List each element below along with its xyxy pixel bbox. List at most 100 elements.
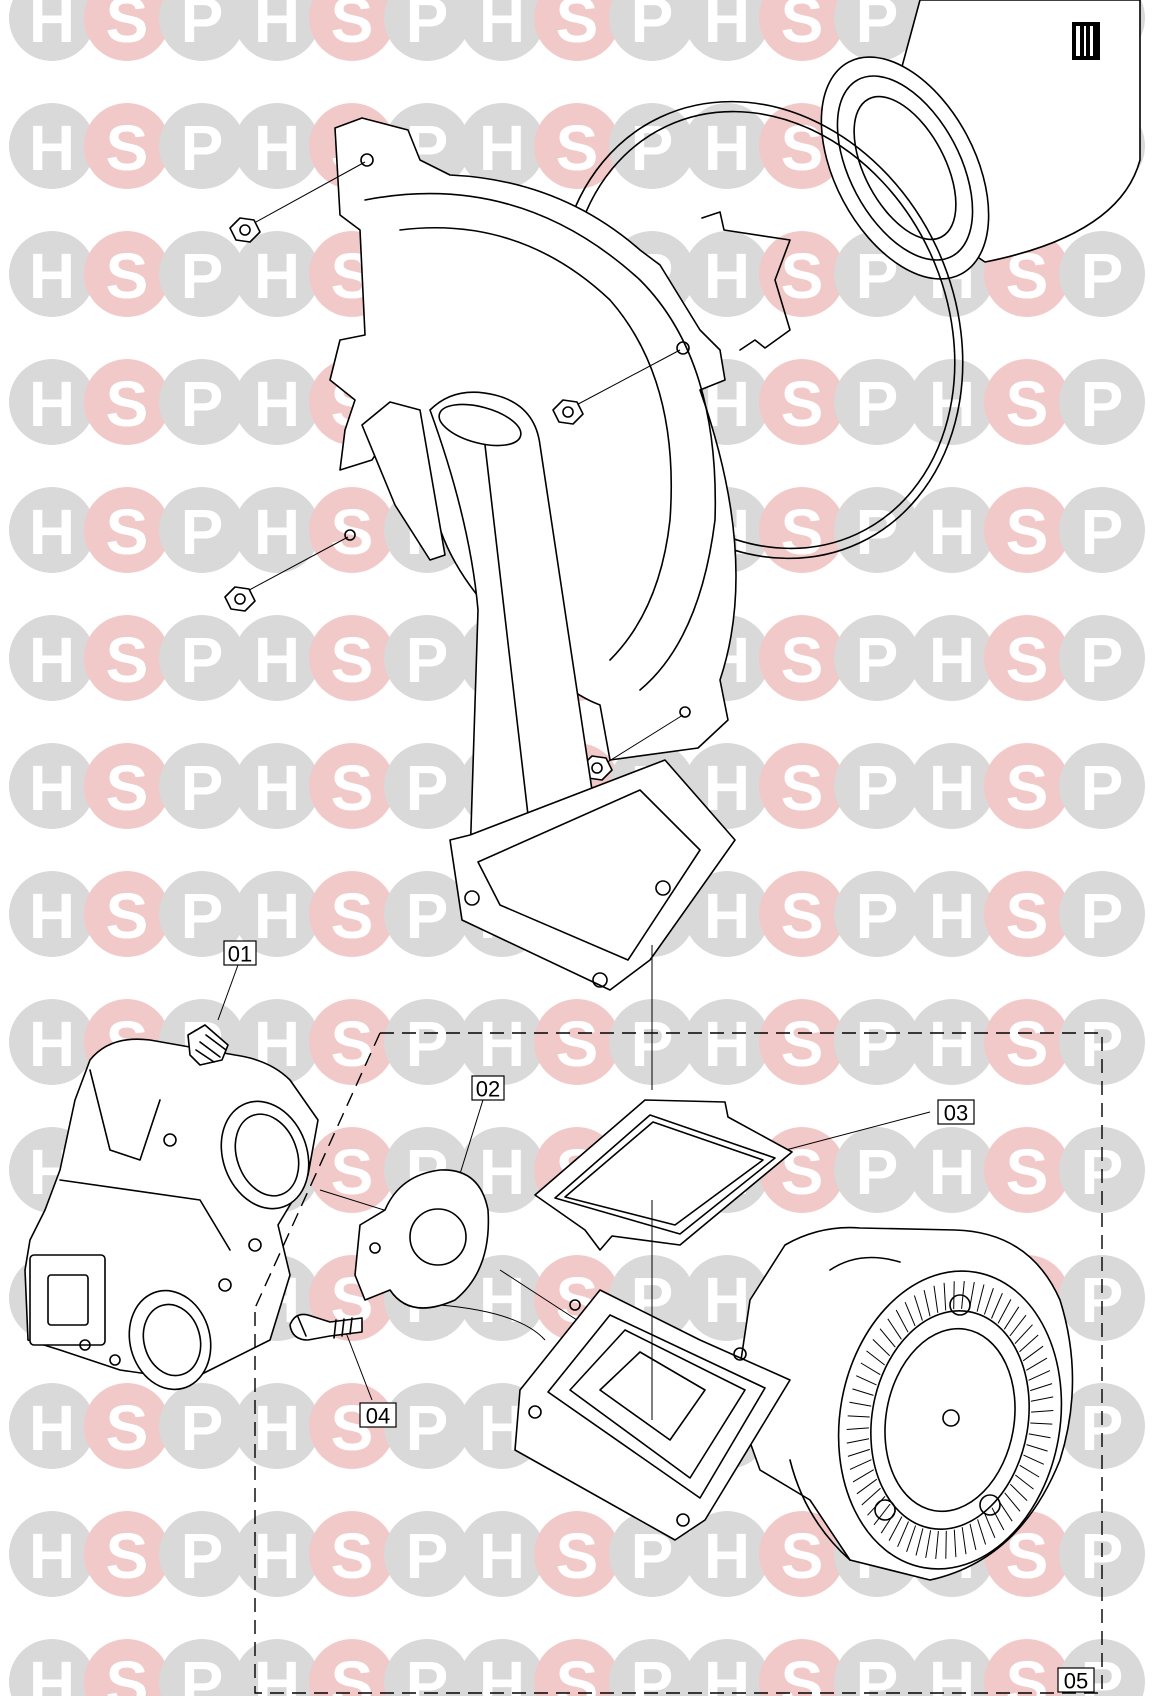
watermark-circle xyxy=(384,1383,470,1469)
fan-grille-slot xyxy=(895,1309,909,1333)
watermark-letter: H xyxy=(929,624,975,696)
watermark-letter: S xyxy=(781,240,824,312)
flue-hood-assembly xyxy=(224,0,1141,991)
watermark-circle xyxy=(459,0,545,61)
svg-text:02: 02 xyxy=(476,1077,500,1102)
watermark-circle xyxy=(159,743,245,829)
fan-grille-slot xyxy=(1030,1383,1053,1392)
watermark-letter: H xyxy=(254,1520,300,1592)
fan-grille-slot xyxy=(855,1375,877,1386)
fan-grille-slot xyxy=(1003,1306,1020,1330)
watermark-letter: H xyxy=(29,240,75,312)
watermark-letter: S xyxy=(781,368,824,440)
watermark-circle xyxy=(759,231,845,317)
fan-grille-slot xyxy=(906,1525,917,1552)
watermark-letter: P xyxy=(181,1392,224,1464)
watermark-circle xyxy=(309,743,395,829)
fan-grille-slot xyxy=(1028,1370,1051,1381)
fan-grille-slot xyxy=(991,1293,1003,1319)
fan-kit-boundary xyxy=(254,1032,1103,1694)
watermark-circle xyxy=(84,1383,170,1469)
fan-grille-slot xyxy=(852,1388,874,1396)
watermark-letter: H xyxy=(929,496,975,568)
watermark-letter: S xyxy=(106,624,149,696)
fan-grille-slot xyxy=(860,1362,881,1376)
watermark-circle xyxy=(909,487,995,573)
svg-text:05: 05 xyxy=(1064,1669,1088,1694)
watermark-circle xyxy=(159,103,245,189)
fan-grille-slot xyxy=(888,1516,903,1541)
watermark-circle xyxy=(1059,359,1145,445)
watermark-circle xyxy=(684,103,770,189)
watermark-circle xyxy=(909,1127,995,1213)
watermark-letter: H xyxy=(29,1648,75,1696)
fan-grille-slot xyxy=(1009,1483,1028,1501)
watermark-circle xyxy=(609,1639,695,1696)
watermark-circle xyxy=(159,871,245,957)
watermark-letter: H xyxy=(704,1008,750,1080)
watermark-circle xyxy=(984,1639,1070,1696)
watermark-letter: S xyxy=(106,240,149,312)
watermark-letter: S xyxy=(331,1136,374,1208)
watermark-letter: S xyxy=(331,880,374,952)
watermark-letter: H xyxy=(254,496,300,568)
watermark-letter: P xyxy=(406,1648,449,1696)
watermark-letter: S xyxy=(106,1392,149,1464)
watermark-circle xyxy=(84,1639,170,1696)
watermark-letter: H xyxy=(29,496,75,568)
watermark-letter: P xyxy=(1081,368,1124,440)
watermark-circle xyxy=(309,0,395,61)
watermark-letter: S xyxy=(781,1648,824,1696)
watermark-circle xyxy=(759,0,845,61)
watermark-letter: H xyxy=(254,624,300,696)
watermark-circle xyxy=(9,871,95,957)
fan-grille-slot xyxy=(846,1427,869,1430)
watermark-letter: S xyxy=(556,1520,599,1592)
watermark-letter: P xyxy=(856,1136,899,1208)
fan-grille-slot xyxy=(861,1487,881,1506)
watermark-circle xyxy=(834,487,920,573)
watermark-circle xyxy=(834,0,920,61)
watermark-letter: P xyxy=(181,1648,224,1696)
watermark-letter: S xyxy=(556,112,599,184)
watermark-letter: P xyxy=(406,624,449,696)
watermark-letter: P xyxy=(1081,1392,1124,1464)
watermark-circle xyxy=(309,999,395,1085)
watermark-letter: H xyxy=(29,1520,75,1592)
watermark-circle xyxy=(834,1127,920,1213)
watermark-letter: S xyxy=(331,496,374,568)
watermark-letter: H xyxy=(254,1648,300,1696)
watermark-letter: P xyxy=(406,1008,449,1080)
watermark-letter: S xyxy=(331,752,374,824)
fan-grille-slot xyxy=(867,1496,886,1516)
watermark-letter: P xyxy=(856,1648,899,1696)
watermark-circle xyxy=(984,1127,1070,1213)
watermark-circle xyxy=(684,231,770,317)
watermark-circle xyxy=(84,103,170,189)
watermark-circle xyxy=(84,487,170,573)
watermark-letter: S xyxy=(781,1136,824,1208)
fan-grille-slot xyxy=(1019,1334,1039,1353)
watermark-letter: H xyxy=(479,1520,525,1592)
watermark-circle xyxy=(609,0,695,61)
watermark-letter: S xyxy=(1006,624,1049,696)
fan-grille-slot xyxy=(984,1513,996,1538)
part-04-screw xyxy=(289,1304,546,1401)
watermark-letter: H xyxy=(704,112,750,184)
watermark-letter: P xyxy=(856,624,899,696)
watermark-letter: S xyxy=(1006,496,1049,568)
watermark-letter: P xyxy=(181,368,224,440)
watermark-circle xyxy=(234,0,320,61)
watermark-circle xyxy=(159,359,245,445)
watermark-letter: S xyxy=(331,1008,374,1080)
fan-grille-slot xyxy=(1031,1410,1054,1413)
watermark-letter: P xyxy=(631,0,674,56)
fan-grille-slot xyxy=(953,1281,955,1310)
flange-nut xyxy=(224,536,349,612)
watermark-letter: H xyxy=(479,0,525,56)
watermark-circle xyxy=(759,487,845,573)
watermark-circle xyxy=(84,0,170,61)
watermark-letter: H xyxy=(29,368,75,440)
watermark-circle xyxy=(234,871,320,957)
watermark-letter: S xyxy=(106,880,149,952)
